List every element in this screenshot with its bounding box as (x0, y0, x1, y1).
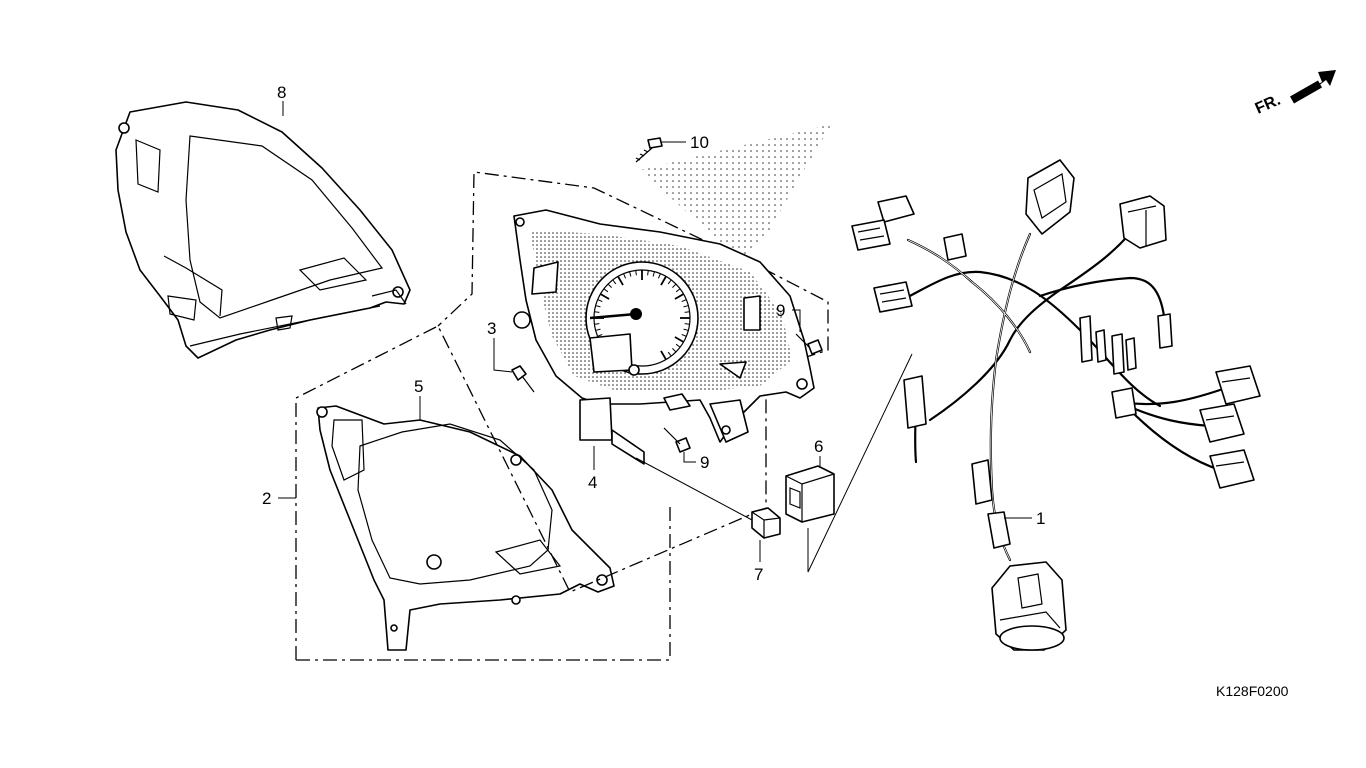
screw-10 (635, 137, 663, 163)
wire-harness-part (851, 159, 1261, 651)
gauge-tick (607, 283, 612, 288)
screw-9-lower (663, 427, 691, 453)
callout-7: 7 (754, 565, 763, 584)
screw-9-upper (795, 333, 823, 355)
gauge-tick (635, 270, 637, 276)
gauge-tick (599, 293, 610, 300)
gauge-tick (594, 311, 600, 313)
clip-part (751, 507, 781, 539)
callout-10: 10 (690, 133, 709, 152)
gauge-tick (657, 273, 661, 279)
gauge-tick (612, 279, 617, 285)
callout-2: 2 (262, 489, 271, 508)
gauge-tick (672, 283, 677, 288)
gauge-tick (667, 279, 672, 285)
gauge-tick (684, 323, 690, 325)
gauge-tick (683, 305, 689, 308)
gauge-tick (595, 305, 601, 308)
gauge-tick (681, 299, 687, 303)
speedometer-part (513, 124, 832, 465)
gauge-tick (667, 351, 672, 357)
gauge-tick (603, 288, 609, 293)
gauge-tick (594, 323, 600, 325)
meter-lower-case-part (316, 405, 615, 651)
gauge-tick (681, 333, 687, 337)
gauge-tick (595, 328, 601, 331)
gauge-tick (623, 273, 627, 279)
assembly-2-outline (295, 171, 829, 661)
callout-5: 5 (414, 377, 423, 396)
gauge-tick (597, 333, 603, 337)
leader-9b (683, 452, 696, 463)
relay-unit-part (785, 465, 835, 523)
speedometer-ticks (594, 270, 690, 361)
gauge-tick (597, 299, 603, 303)
gauge-tick (674, 293, 685, 300)
gauge-tick (652, 271, 655, 277)
callout-9-lower: 9 (700, 453, 709, 472)
gauge-tick (647, 270, 649, 276)
gauge-tick (675, 288, 681, 293)
gauge-tick (629, 271, 632, 277)
gauge-tick (684, 311, 690, 313)
callout-3: 3 (487, 319, 496, 338)
gauge-tick (660, 275, 667, 286)
gauge-tick (683, 328, 689, 331)
callout-6: 6 (814, 437, 823, 456)
gauge-tick (674, 336, 685, 343)
drawing-code: K128F0200 (1216, 683, 1289, 699)
front-direction-arrow-icon (1290, 70, 1336, 104)
callout-8: 8 (277, 83, 286, 102)
front-direction-label: FR. (1253, 92, 1283, 118)
leader-9a (792, 309, 801, 332)
screw-3 (511, 365, 535, 393)
meter-cover-part (115, 101, 411, 359)
callout-9-upper: 9 (776, 301, 785, 320)
gauge-tick (675, 343, 681, 348)
leader-3 (493, 338, 513, 373)
gauge-tick (672, 348, 677, 353)
gauge-tick (660, 350, 667, 361)
callout-4: 4 (588, 473, 597, 492)
gauge-tick (617, 275, 624, 286)
callout-1: 1 (1036, 509, 1045, 528)
